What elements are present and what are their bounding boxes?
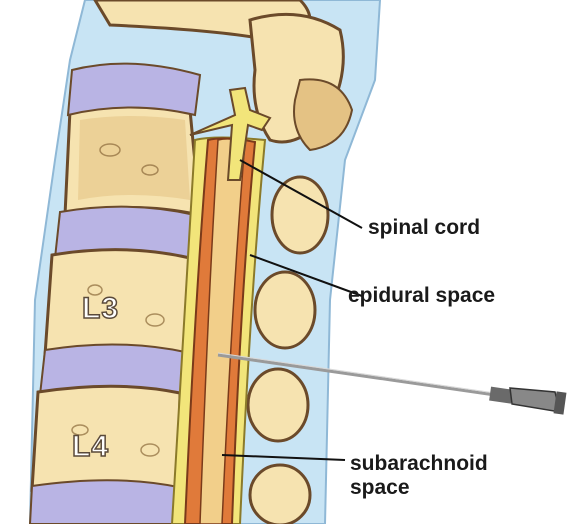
leader-spinal-cord	[239, 159, 363, 229]
vertebral-column	[28, 62, 202, 524]
leader-subarachnoid-space	[221, 454, 346, 461]
disc-1	[66, 62, 202, 117]
spinous-process-4	[248, 463, 312, 524]
vertebra-label-l4: L4	[71, 430, 110, 463]
posterior-processes	[93, 0, 354, 524]
spinal-needle	[217, 352, 567, 415]
leader-epidural-space	[249, 254, 363, 297]
spinous-process-2	[253, 270, 317, 350]
vertebra-label-l3: L3	[81, 292, 120, 325]
label-subarachnoid: subarachnoid	[350, 452, 488, 475]
disc-4	[28, 479, 180, 524]
label-spinal-cord: spinal cord	[368, 216, 481, 239]
label-epidural-space: epidural space	[348, 284, 496, 307]
label-subarachnoid-space: space	[350, 476, 410, 499]
nerve-root	[189, 86, 272, 181]
vertebra-upper-shade	[78, 116, 190, 200]
spinous-process-3	[246, 367, 310, 443]
spinous-process-1	[270, 175, 330, 255]
